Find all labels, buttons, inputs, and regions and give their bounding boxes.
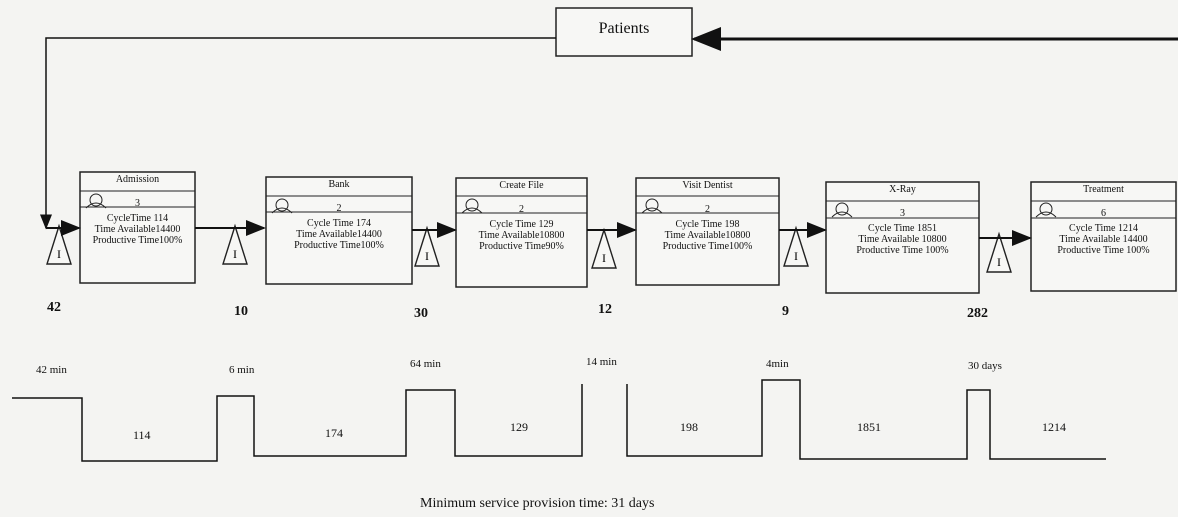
time-available: Time Available10800 <box>478 230 565 241</box>
productive-time: Productive Time 100% <box>856 245 949 256</box>
cycle-time: Cycle Time 1851 <box>868 223 937 234</box>
process-create-file: Create File 2 Cycle Time 129 Time Availa… <box>456 178 587 287</box>
timeline-cycle-time: 114 <box>133 428 151 442</box>
patients-box <box>555 7 693 57</box>
process-box-bank <box>265 176 413 285</box>
time-available: Time Available14400 <box>296 229 382 240</box>
operator-icons <box>85 193 1057 218</box>
time-available: Time Available 10800 <box>858 234 947 245</box>
process-box-x-ray <box>825 181 980 294</box>
timeline-cycle-time: 198 <box>680 420 698 434</box>
inventory-triangles <box>46 223 1012 273</box>
time-available: Time Available10800 <box>664 230 751 241</box>
process-box-create-file <box>455 177 588 288</box>
wait-time: 42 min <box>36 364 67 376</box>
inventory-count: 10 <box>234 304 248 319</box>
timeline-cycle-time: 1851 <box>857 420 881 434</box>
timeline-cycle-time: 129 <box>510 420 528 434</box>
process-name: Bank <box>328 179 350 190</box>
process-name: Treatment <box>1083 184 1124 195</box>
flow-arrows <box>46 220 1032 246</box>
wait-time: 4min <box>766 358 789 370</box>
time-available: Time Available 14400 <box>1059 234 1148 245</box>
cycle-time: CycleTime 114 <box>106 213 169 224</box>
wait-time: 14 min <box>586 356 617 368</box>
process-x-ray: X-Ray 3 Cycle Time 1851 Time Available 1… <box>826 182 979 293</box>
cycle-time: Cycle Time 1214 <box>1069 223 1138 234</box>
inventory-triangle-marks: I I I I I I <box>57 247 1001 269</box>
operator-count: 2 <box>519 204 524 215</box>
wait-time: 30 days <box>968 360 1002 372</box>
operator-count: 3 <box>135 198 140 209</box>
summary-label: Minimum service provision time: 31 days <box>420 496 655 511</box>
patients-label: Patients <box>598 20 650 37</box>
timeline-ladder <box>12 384 583 462</box>
wait-time: 64 min <box>410 358 441 370</box>
wait-time: 6 min <box>229 364 255 376</box>
process-box-admission <box>79 171 196 284</box>
operator-count: 2 <box>336 203 342 214</box>
operator-count: 6 <box>1101 208 1106 219</box>
timeline-cycle-time: 174 <box>325 426 343 440</box>
process-name: X-Ray <box>889 184 916 195</box>
productive-time: Productive Time90% <box>479 241 564 252</box>
process-name: Create File <box>499 180 544 191</box>
operator-count: 2 <box>705 204 710 215</box>
inventory-count: 282 <box>967 306 988 321</box>
svg-text:I: I <box>57 247 61 261</box>
process-treatment: Treatment 6 Cycle Time 1214 Time Availab… <box>1031 182 1176 291</box>
process-box-treatment <box>1030 181 1177 292</box>
timeline-ladder-2 <box>626 379 1106 460</box>
process-name: Visit Dentist <box>682 180 733 191</box>
operator-count: 3 <box>900 208 905 219</box>
inventory-count: 42 <box>47 300 61 315</box>
process-box-visit-dentist <box>635 177 780 286</box>
timeline-cycle-time: 1214 <box>1042 420 1066 434</box>
cycle-time: Cycle Time 174 <box>307 218 371 229</box>
productive-time: Productive Time 100% <box>1057 245 1150 256</box>
time-available: Time Available14400 <box>94 224 181 235</box>
inventory-count: 9 <box>782 304 789 319</box>
process-visit-dentist: Visit Dentist 2 Cycle Time 198 Time Avai… <box>636 178 779 285</box>
svg-text:I: I <box>425 249 429 263</box>
cycle-time: Cycle Time 129 <box>489 219 554 230</box>
svg-text:I: I <box>233 247 237 261</box>
productive-time: Productive Time100% <box>294 240 384 251</box>
productive-time: Productive Time100% <box>92 235 183 246</box>
productive-time: Productive Time100% <box>662 241 753 252</box>
inventory-count: 12 <box>598 302 612 317</box>
svg-text:I: I <box>602 251 606 265</box>
process-bank: Bank 2 Cycle Time 174 Time Available1440… <box>266 177 412 284</box>
process-admission: Admission 3 CycleTime 114 Time Available… <box>80 172 195 283</box>
process-name: Admission <box>115 174 160 185</box>
cycle-time: Cycle Time 198 <box>675 219 740 230</box>
patients-to-admission-arrow <box>40 37 556 230</box>
svg-text:I: I <box>997 255 1001 269</box>
svg-text:I: I <box>794 249 798 263</box>
inventory-count: 30 <box>414 306 428 321</box>
